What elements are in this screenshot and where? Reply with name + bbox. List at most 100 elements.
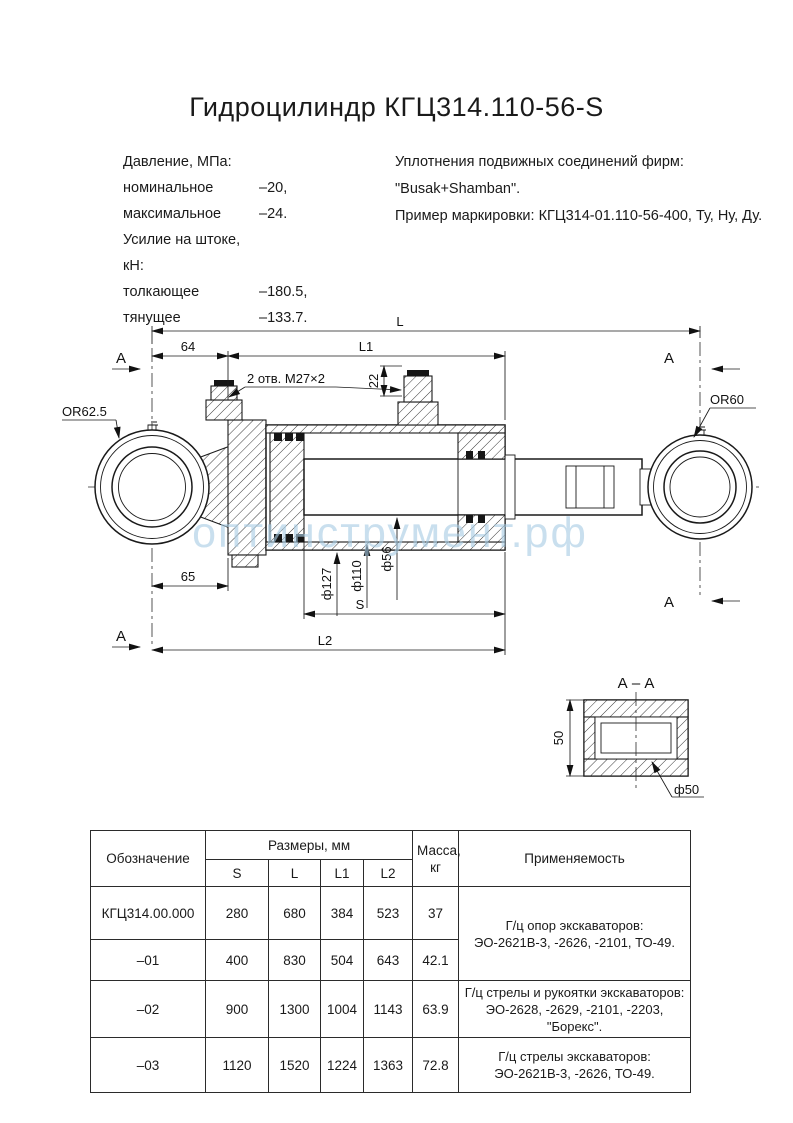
or-right-callout: OR60	[710, 392, 744, 407]
dia-56-label: ф56	[379, 546, 394, 571]
nominal-pressure-label: номинальное	[123, 180, 214, 196]
col-header-application: Применяемость	[458, 830, 692, 887]
cell-l2: 1363	[362, 1037, 414, 1093]
cell-s: 280	[205, 886, 269, 940]
cell-designation: –01	[90, 939, 206, 981]
table-row: КГЦ314.00.000 280 680 384 523 37 Г/ц опо…	[90, 886, 692, 981]
dim-l-label: L	[396, 314, 403, 329]
cell-l1: 1224	[320, 1037, 364, 1093]
spec-row: максимальное –24.	[123, 201, 307, 227]
cell-l2: 523	[362, 886, 414, 940]
spec-row: тянущее –133.7.	[123, 305, 307, 331]
table-row: –01 400 830 504 643 42.1	[90, 939, 691, 981]
head-cap	[227, 419, 267, 568]
page-title: Гидроцилиндр КГЦ314.110-56-S	[189, 92, 604, 122]
application-line: ЭО-2621В-3, -2626, ТО-49.	[494, 1066, 655, 1081]
pressure-header: Давление, МПа:	[123, 154, 232, 170]
section-a-a-view: А – А 50 ф50	[551, 675, 704, 798]
right-port	[397, 370, 439, 426]
marking-example-note: Пример маркировки: КГЦ314-01.110-56-400,…	[395, 208, 763, 224]
dim-22-label: 22	[366, 374, 381, 388]
right-eye	[647, 426, 753, 540]
cell-l: 1300	[268, 980, 321, 1038]
cell-l1: 384	[320, 886, 364, 940]
cell-l: 680	[268, 886, 321, 940]
cell-s: 400	[205, 939, 269, 981]
max-pressure-label: максимальное	[123, 206, 222, 222]
col-header-s: S	[205, 859, 269, 887]
col-header-mass-line1: Масса,	[417, 842, 461, 858]
cell-designation: КГЦ314.00.000	[90, 886, 206, 940]
spec-row: Усилие на штоке, кН:	[123, 227, 307, 279]
dia-110-label: ф110	[349, 560, 364, 591]
cell-mass: 63.9	[412, 980, 460, 1038]
table-row: –02 900 1300 1004 1143 63.9 Г/ц стрелы и…	[90, 980, 692, 1038]
dim-65-label: 65	[181, 569, 195, 584]
section-mark-top-left: А	[116, 350, 126, 367]
pull-force-value: –133.7.	[259, 310, 308, 326]
cell-application: Г/ц опор экскаваторов: ЭО-2621В-3, -2626…	[458, 886, 692, 981]
cell-l2: 643	[362, 939, 414, 981]
size-table: Обозначение Размеры, мм Масса, кг Примен…	[90, 830, 692, 1093]
spec-row: толкающее –180.5,	[123, 279, 307, 305]
spec-row: номинальное –20,	[123, 175, 307, 201]
left-port	[205, 380, 243, 421]
dimension-labels: L 64 L1 22 2 отв. М27×2 OR62.5 OR60 65 ф…	[62, 314, 744, 648]
piston	[269, 432, 305, 543]
col-header-mass: Масса, кг	[412, 830, 461, 887]
specs-block: Давление, МПа: номинальное –20, максимал…	[123, 149, 307, 331]
left-eye	[94, 421, 210, 545]
cell-mass: 37	[412, 886, 460, 940]
cell-mass: 42.1	[412, 939, 460, 981]
cell-l1: 1004	[320, 980, 364, 1038]
spec-row: Давление, МПа:	[123, 149, 307, 175]
section-title: А – А	[618, 675, 655, 692]
col-header-sizes: Размеры, мм	[204, 830, 414, 860]
section-mark-top-right: А	[664, 350, 674, 367]
cell-l: 830	[268, 939, 321, 981]
notes-block: Уплотнения подвижных соединений фирм: "B…	[395, 149, 762, 230]
push-force-value: –180.5,	[259, 284, 308, 300]
cell-application: Г/ц стрелы и рукоятки экскаваторов: ЭО-2…	[458, 980, 692, 1038]
application-line: Г/ц стрелы и рукоятки экскаваторов:	[464, 984, 685, 1000]
pull-force-label: тянущее	[123, 310, 181, 326]
or-left-callout: OR62.5	[62, 404, 107, 419]
rod-force-header: Усилие на штоке, кН:	[123, 232, 241, 274]
dimension-lines	[62, 326, 756, 655]
nominal-pressure-value: –20,	[259, 180, 288, 196]
application-line: Г/ц опор экскаваторов:	[505, 917, 644, 933]
col-header-l2: L2	[362, 859, 414, 887]
cell-l2: 1143	[362, 980, 414, 1038]
table-row: –03 1120 1520 1224 1363 72.8 Г/ц стрелы …	[90, 1037, 692, 1093]
ports-callout: 2 отв. М27×2	[247, 371, 325, 386]
piston-rod	[303, 454, 661, 520]
cell-l1: 504	[320, 939, 364, 981]
cell-application: Г/ц стрелы экскаваторов: ЭО-2621В-3, -26…	[458, 1037, 692, 1093]
max-pressure-value: –24.	[259, 206, 288, 222]
dia-127-label: ф127	[319, 568, 334, 600]
dim-l1-label: L1	[359, 339, 373, 354]
application-line: ЭО-2628, -2629, -2101, -2203, "Борекс".	[485, 1001, 664, 1034]
dim-s-label: S	[356, 597, 365, 612]
section-mark-bottom-left: А	[116, 628, 126, 645]
gland	[457, 432, 506, 543]
section-dim-50-label: 50	[551, 731, 566, 745]
cell-l: 1520	[268, 1037, 321, 1093]
cell-designation: –02	[90, 980, 206, 1038]
col-header-l: L	[268, 859, 321, 887]
application-line: Г/ц стрелы экскаваторов:	[498, 1049, 651, 1064]
section-mark-bottom-right: А	[664, 594, 674, 611]
cell-s: 900	[205, 980, 269, 1038]
seal-brand-note: "Busak+Shamban".	[395, 181, 521, 197]
cell-designation: –03	[90, 1037, 206, 1093]
col-header-l1: L1	[320, 859, 364, 887]
col-header-mass-line2: кг	[430, 859, 441, 875]
seals-note: Уплотнения подвижных соединений фирм:	[395, 154, 684, 170]
dim-64-label: 64	[181, 339, 195, 354]
section-dia-50-label: ф50	[674, 782, 699, 797]
application-line: ЭО-2621В-3, -2626, -2101, ТО-49.	[474, 934, 676, 950]
push-force-label: толкающее	[123, 284, 200, 300]
dim-l2-label: L2	[318, 633, 332, 648]
